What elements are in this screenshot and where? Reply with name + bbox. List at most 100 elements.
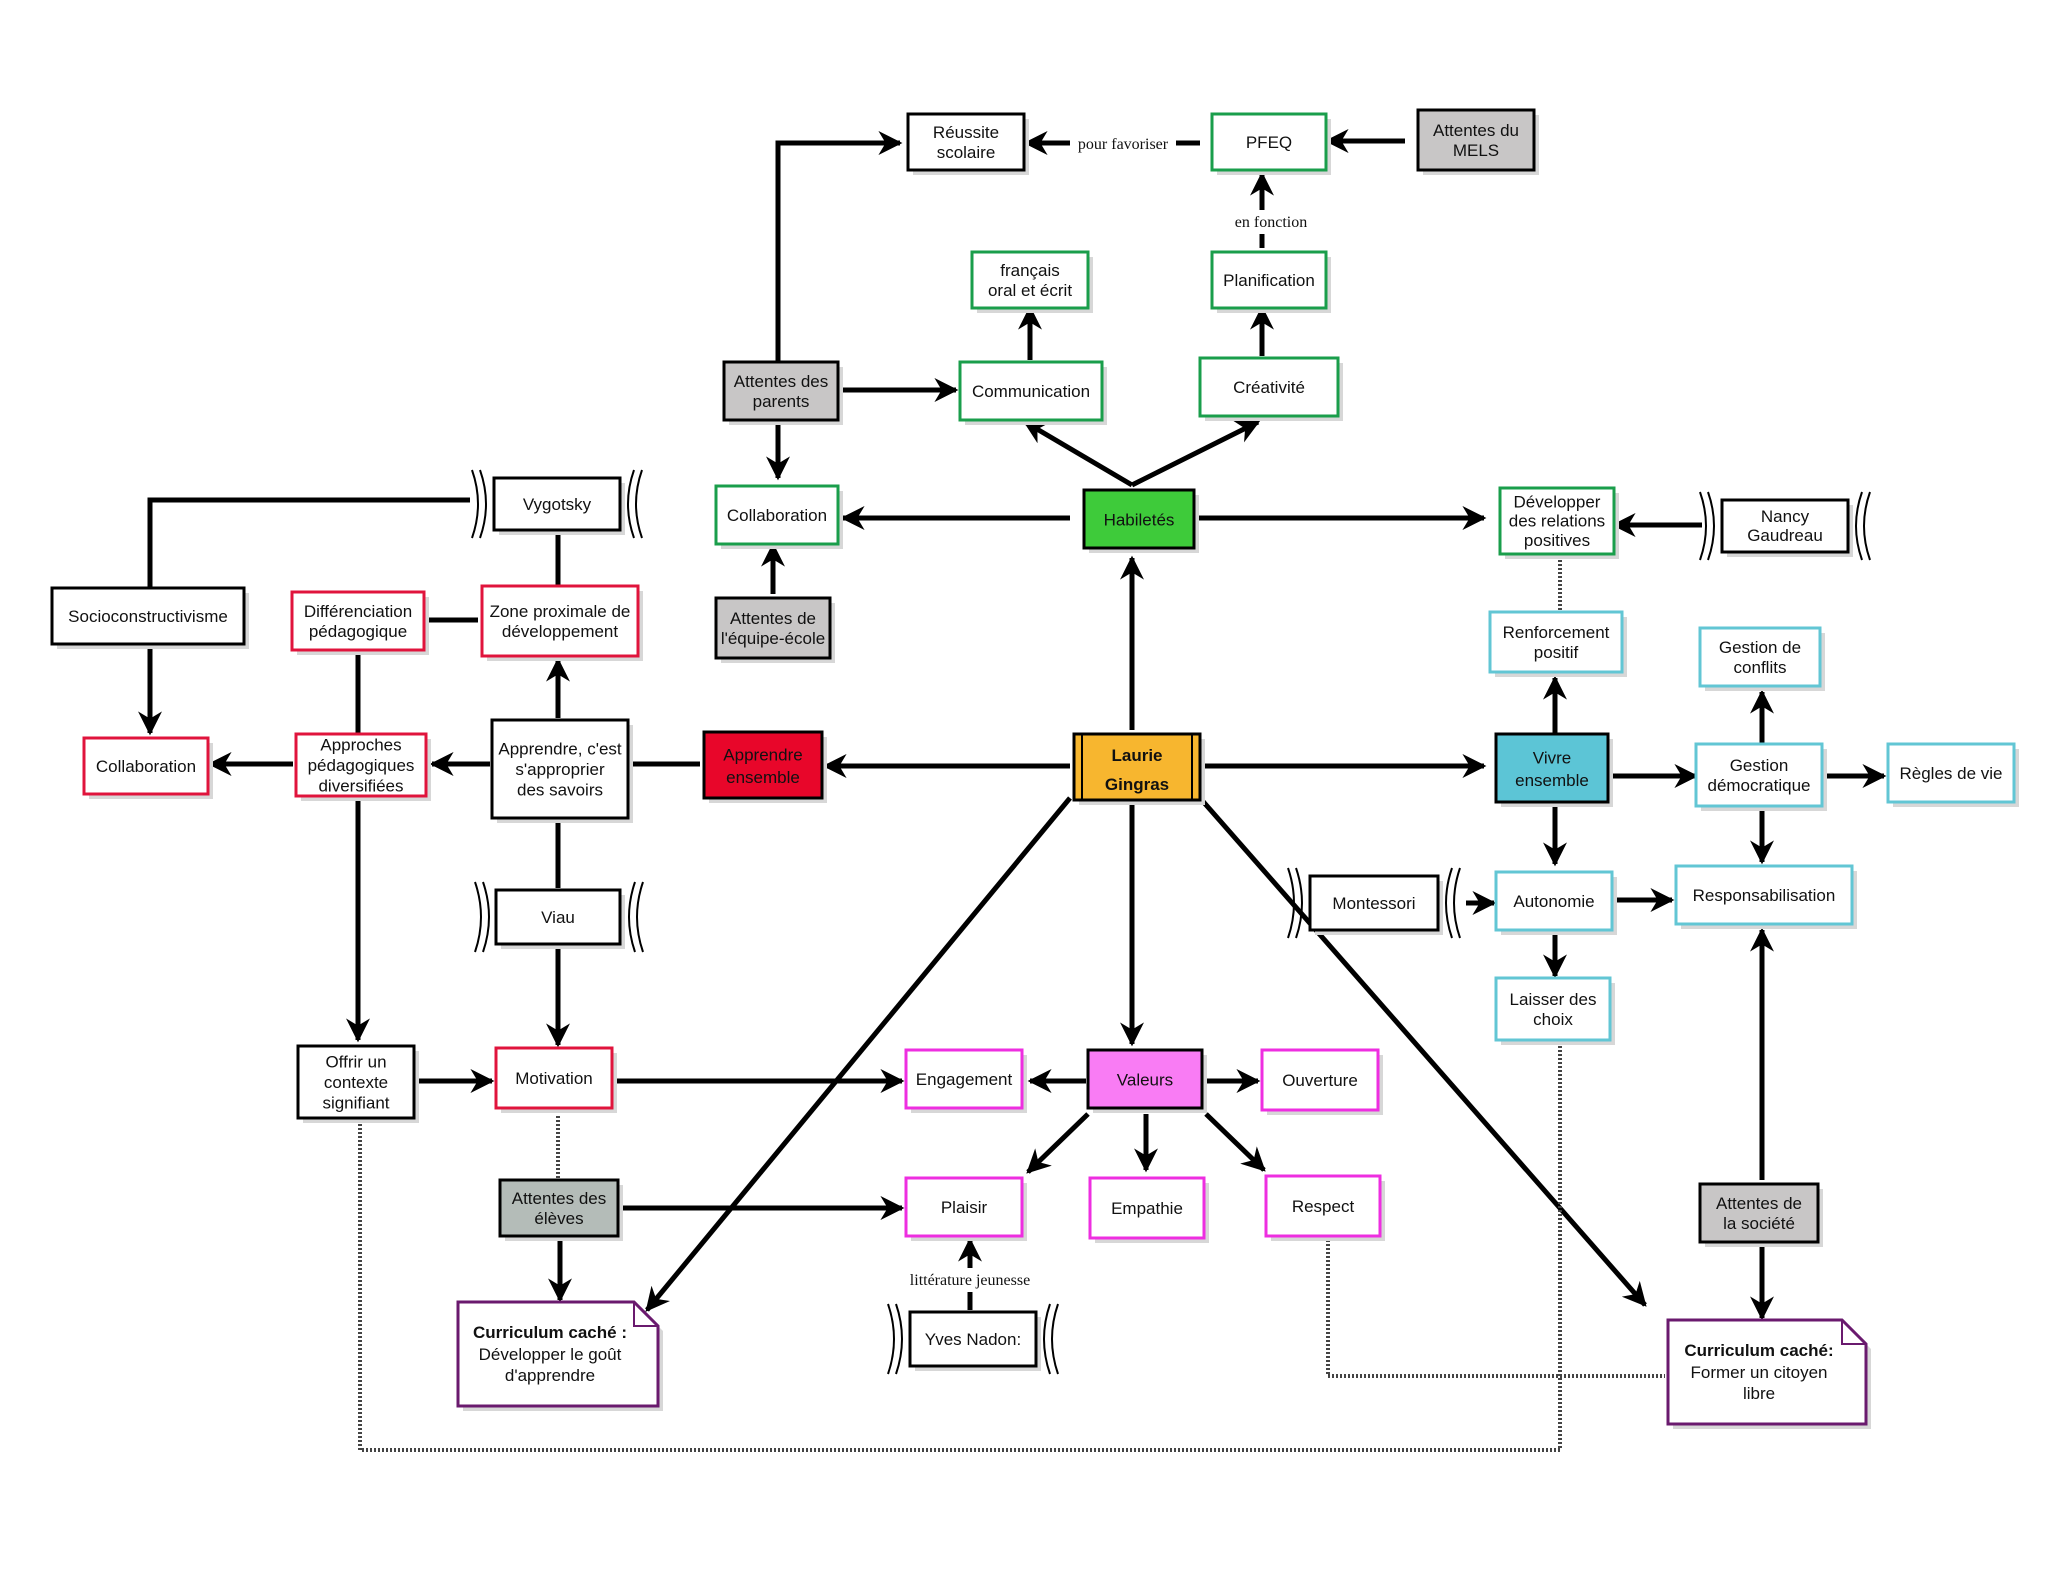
collab_hab-label-line: Collaboration: [727, 506, 827, 525]
bracket-curve: [1453, 867, 1461, 939]
curriculum-title: Curriculum caché :: [473, 1323, 627, 1342]
reussite-label-line: Réussite: [933, 123, 999, 142]
dev_relations-label-line: des relations: [1509, 512, 1605, 531]
offrir-label-line: Offrir un: [325, 1053, 386, 1072]
bracket-curve: [1707, 491, 1715, 561]
curriculum-body-line: d'apprendre: [505, 1366, 595, 1385]
montessori-label-line: Montessori: [1332, 894, 1415, 913]
approches-label-line: Approches: [320, 736, 401, 755]
node-frame: [1494, 732, 1610, 804]
attentes_societe-label-line: Attentes de: [1716, 1194, 1802, 1213]
approches-label-line: diversifiées: [318, 776, 403, 795]
node-frame: [1698, 1182, 1820, 1244]
theorist-brackets: [471, 469, 1871, 1375]
node-frame: [904, 1176, 1024, 1238]
engagement-label-line: Engagement: [916, 1070, 1013, 1089]
edge-habiletes-comm: [1022, 419, 1134, 488]
center-label-line: Gingras: [1105, 775, 1169, 794]
bracket-curve: [635, 469, 643, 539]
curriculum-body-line: Former un citoyen: [1691, 1363, 1828, 1382]
node-frame: [1210, 112, 1328, 172]
note-fold: [1841, 1320, 1866, 1345]
node-frame: [290, 590, 426, 652]
node-frame: [970, 250, 1090, 310]
node-valeurs: Valeurs: [1086, 1048, 1207, 1113]
edge-label-litterature: littérature jeunesse: [910, 1272, 1030, 1289]
node-frame: [1674, 864, 1854, 926]
bracket-curve: [628, 881, 636, 953]
ouverture-label-line: Ouverture: [1282, 1071, 1358, 1090]
edge-center-cc-left: [645, 796, 1072, 1312]
node-vygotsky: Vygotsky: [492, 476, 625, 535]
node-frame: [722, 360, 840, 422]
bracket-curve: [1699, 491, 1707, 561]
node-communication: Communication: [958, 360, 1107, 425]
node-motivation: Motivation: [494, 1046, 617, 1113]
node-collab-left: Collaboration: [82, 736, 213, 799]
node-habiletes: Habiletés: [1082, 488, 1199, 553]
pfeq-label-line: PFEQ: [1246, 133, 1292, 152]
node-frame: [1498, 486, 1616, 556]
bracket-curve: [1043, 1303, 1051, 1375]
note-frame: [456, 1300, 660, 1408]
francais-label-line: français: [1000, 261, 1060, 280]
node-frame: [1886, 742, 2016, 804]
collab_left-label-line: Collaboration: [96, 757, 196, 776]
dotted-bottom-loop: [358, 1040, 1562, 1452]
empathie-label-line: Empathie: [1111, 1199, 1183, 1218]
apprendre_ensemble-label-line: Apprendre: [723, 745, 802, 764]
edge-label-en-fonction: en fonction: [1235, 214, 1307, 231]
node-yves: Yves Nadon:: [908, 1310, 1041, 1371]
edge-center-cc-right: [1198, 796, 1647, 1307]
approches-label-line: pédagogiques: [308, 756, 415, 775]
habiletes-label-line: Habiletés: [1104, 511, 1175, 530]
plaisir-label-line: Plaisir: [941, 1198, 988, 1217]
apprendre_cest-label-line: s'approprier: [515, 760, 605, 779]
node-frame: [490, 718, 630, 820]
curriculum-body-line: libre: [1743, 1384, 1775, 1403]
motivation-label-line: Motivation: [515, 1069, 592, 1088]
bracket-curve: [887, 1303, 895, 1375]
socio-label-line: Socioconstructivisme: [68, 607, 228, 626]
curriculum-body-line: Développer le goût: [479, 1345, 622, 1364]
node-creativite: Créativité: [1198, 356, 1343, 421]
node-frame: [714, 484, 840, 546]
node-frame: [1264, 1174, 1382, 1238]
node-frame: [82, 736, 210, 796]
bracket-curve: [482, 881, 490, 953]
node-frame: [1082, 488, 1196, 550]
node-frame: [906, 112, 1026, 172]
offrir-label-line: contexte: [324, 1073, 388, 1092]
zone-label-line: Zone proximale de: [490, 602, 631, 621]
edge-valeurs-respect: [1204, 1112, 1266, 1172]
node-frame: [1308, 874, 1440, 932]
node-frame: [1210, 250, 1328, 310]
node-frame: [1488, 610, 1624, 674]
node-frame: [1494, 870, 1614, 932]
node-viau: Viau: [494, 888, 625, 949]
node-frame: [296, 1044, 416, 1120]
edge-valeurs-plaisir: [1026, 1112, 1090, 1174]
respect-label-line: Respect: [1292, 1197, 1355, 1216]
node-frame: [1198, 356, 1340, 418]
bracket-curve: [1863, 491, 1871, 561]
mels-label-line: Attentes du: [1433, 121, 1519, 140]
bracket-curve: [895, 1303, 903, 1375]
renforcement-label-line: positif: [1534, 643, 1579, 662]
laisser-label-line: choix: [1533, 1010, 1573, 1029]
creativite-label-line: Créativité: [1233, 378, 1305, 397]
